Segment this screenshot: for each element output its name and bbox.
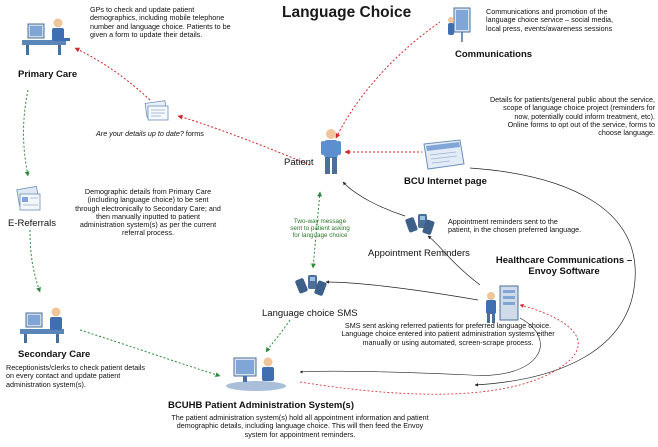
secondary-care-description: Receptionists/clerks to check patient de… — [6, 363, 146, 389]
link-sms-to-pas — [265, 319, 291, 353]
node-communications: Communications — [455, 49, 533, 60]
phones-icon — [295, 275, 327, 296]
node-primary-care: Primary Care — [18, 69, 78, 80]
patient-figure-icon — [321, 129, 341, 174]
link-reminders-to-patient — [342, 181, 406, 217]
diagram-title: Language Choice — [282, 4, 412, 21]
node-e-referrals: E-Referrals — [8, 218, 57, 229]
display-board-icon — [448, 7, 471, 42]
computer-workstation-icon — [226, 357, 286, 391]
forms-caption: Are your details up to date? forms — [96, 129, 204, 138]
link-patient-sms-two-way — [310, 191, 323, 269]
link-ereferrals-to-secondary — [29, 229, 41, 293]
node-bcu-internet: BCU Internet page — [404, 176, 487, 187]
communications-description: Communications and promotion of the lang… — [486, 7, 614, 33]
link-envoy-to-pas-loop — [299, 317, 541, 376]
node-secondary-care: Secondary Care — [18, 349, 91, 360]
pas-description: The patient administration system(s) hol… — [171, 413, 429, 439]
link-patient-to-comms — [335, 21, 441, 139]
node-language-choice-sms: Language choice SMS — [262, 308, 358, 319]
link-primary-to-ereferrals — [23, 89, 30, 177]
e-referrals-description: Demographic details from Primary Care (i… — [75, 187, 221, 238]
node-healthcare-communications: Healthcare Communications – Envoy Softwa… — [495, 255, 633, 277]
link-patient-to-forms — [177, 114, 311, 166]
node-patient-label: Patient — [284, 157, 314, 168]
web-page-icon — [423, 139, 465, 170]
sms-description: SMS sent asking referred patients for pr… — [341, 321, 555, 347]
gp-description: GPs to check and update patient demograp… — [90, 5, 231, 39]
desk-worker-icon — [22, 18, 70, 55]
link-secondary-to-pas — [79, 329, 221, 378]
link-forms-to-primary — [74, 47, 151, 101]
appointment-reminders-description: Appointment reminders sent to the patien… — [448, 217, 582, 235]
link-envoy-to-sms — [325, 280, 479, 301]
node-appointment-reminders: Appointment Reminders — [368, 248, 470, 259]
document-stack-icon — [16, 186, 41, 211]
server-operator-icon — [486, 285, 519, 323]
two-way-message-label: Two-way message sent to patient asking f… — [290, 218, 350, 240]
desk-worker-icon — [20, 307, 64, 343]
link-internet-to-envoy — [469, 167, 636, 387]
paper-forms-icon — [144, 100, 169, 121]
node-bcuhb-pas: BCUHB Patient Administration System(s) — [168, 400, 354, 411]
bcu-internet-description: Details for patients/general public abou… — [489, 95, 655, 138]
phones-icon — [405, 214, 435, 235]
link-envoy-to-reminders — [427, 235, 481, 286]
